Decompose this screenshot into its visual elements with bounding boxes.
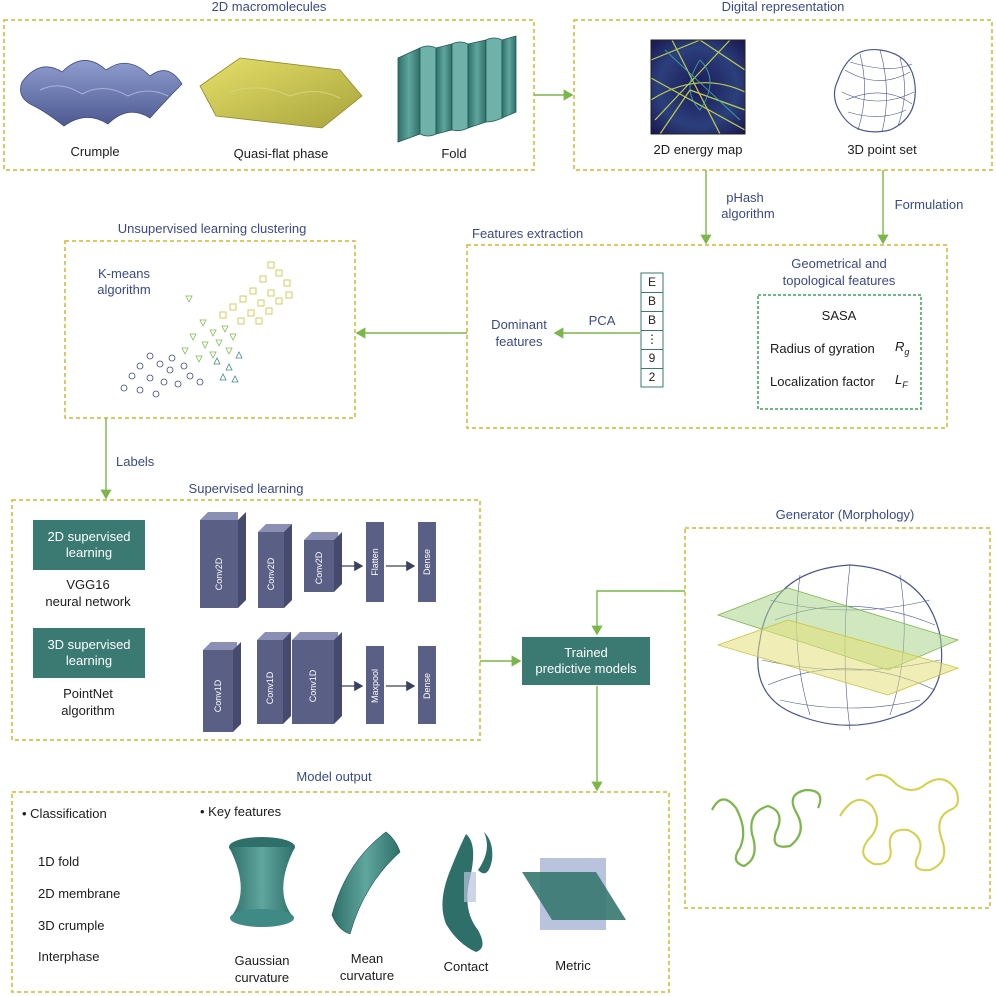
label-mean-1: Mean: [350, 951, 384, 966]
label-gaussian-2: curvature: [234, 970, 290, 985]
heading-macromolecules: 2D macromolecules: [211, 0, 327, 14]
energy-map-image: [650, 39, 746, 135]
label-labels: Labels: [116, 454, 155, 469]
label-pointnet-sub: algorithm: [61, 703, 115, 718]
class-item: 2D membrane: [38, 886, 121, 901]
layers-3d: [203, 632, 436, 732]
box-digital: [573, 19, 993, 171]
label-sasa: SASA: [821, 308, 857, 323]
vector-cell: ⋮: [641, 330, 663, 350]
label-mean-2: curvature: [339, 968, 395, 983]
box-features: [466, 244, 948, 429]
box-generator: [684, 527, 991, 909]
layer-label: Conv1D: [213, 679, 223, 713]
label-phash-2: algorithm: [721, 206, 775, 221]
box-output: [11, 791, 670, 993]
layer-label: Flatten: [370, 548, 380, 576]
class-item: 1D fold: [38, 854, 80, 869]
generator-curve-yellow: [839, 773, 959, 872]
vector-cell: 2: [648, 370, 656, 384]
geo-title-2: topological features: [782, 273, 896, 288]
lf-symbol: LF: [895, 372, 908, 390]
heading-generator: Generator (Morphology): [775, 507, 915, 522]
label-kmeans-1: K-means: [97, 266, 151, 281]
generator-curve-green: [711, 788, 822, 868]
label-fold: Fold: [441, 146, 467, 161]
vector-cell: B: [641, 311, 663, 331]
layer-label: Dense: [422, 672, 432, 700]
layer-label: Conv1D: [308, 669, 318, 703]
label-point-set: 3D point set: [847, 142, 917, 157]
label-formulation: Formulation: [894, 197, 964, 212]
label-gaussian-1: Gaussian: [234, 953, 290, 968]
quasi-flat-texture: [229, 87, 341, 99]
layer-label: Dense: [422, 548, 432, 576]
label-rg: Radius of gyration: [770, 341, 875, 356]
vector-cell: B: [641, 292, 663, 312]
feature-vector: E B B ⋮ 9 2: [641, 273, 663, 387]
heading-clustering: Unsupervised learning clustering: [117, 221, 307, 236]
mean-curvature-shape: [331, 831, 401, 935]
label-dominant-1: Dominant: [491, 317, 547, 332]
label-classification: • Classification: [22, 806, 107, 821]
vector-cell: E: [641, 273, 663, 293]
label-pca: PCA: [588, 313, 616, 328]
label-vgg16: VGG16: [66, 577, 110, 592]
label-vgg16-sub: neural network: [45, 594, 131, 609]
cluster-scatter: [120, 261, 293, 398]
generator-plane-yellow: [716, 619, 960, 696]
label-lf: Localization factor: [770, 374, 875, 389]
quasi-flat-surface: [199, 57, 363, 129]
label-crumple: Crumple: [70, 144, 120, 159]
gaussian-curvature-shape: [229, 837, 295, 927]
heading-features: Features extraction: [472, 226, 584, 241]
layers-2d: [200, 512, 436, 608]
vector-cell: 9: [641, 349, 663, 369]
label-phash-1: pHash: [726, 190, 764, 205]
label-dominant-2: features: [495, 334, 543, 349]
label-pointnet: PointNet: [63, 686, 113, 701]
layer-label: Conv2D: [214, 557, 224, 591]
class-item: Interphase: [38, 949, 100, 964]
layer-label: Conv2D: [314, 551, 324, 585]
point-set-image: [833, 48, 916, 133]
contact-highlight: [464, 872, 476, 902]
crumple-surface: [20, 60, 183, 127]
box-geometric: [757, 294, 922, 410]
label-quasi-flat: Quasi-flat phase: [233, 146, 329, 161]
geo-title-1: Geometrical and: [791, 256, 887, 271]
arrow-generator-to-trained: [591, 590, 685, 636]
heading-digital: Digital representation: [721, 0, 845, 14]
fold-surface: [397, 35, 517, 143]
rg-symbol: Rg: [895, 339, 910, 357]
label-key-features: • Key features: [200, 804, 282, 819]
metric-parallelogram: [522, 872, 626, 920]
layer-label: Maxpool: [370, 668, 380, 704]
layer-label: Conv1D: [265, 671, 275, 705]
heading-supervised: Supervised learning: [188, 481, 304, 496]
label-kmeans-2: algorithm: [97, 282, 151, 297]
box-supervised: [11, 499, 481, 741]
class-item: 3D crumple: [38, 918, 105, 933]
label-metric: Metric: [555, 958, 591, 973]
label-energy-map: 2D energy map: [653, 142, 743, 157]
label-contact: Contact: [443, 959, 489, 974]
heading-output: Model output: [296, 769, 372, 784]
crumple-ridges: [39, 85, 169, 97]
box-clustering: [64, 240, 356, 419]
layer-label: Conv2D: [266, 557, 276, 591]
